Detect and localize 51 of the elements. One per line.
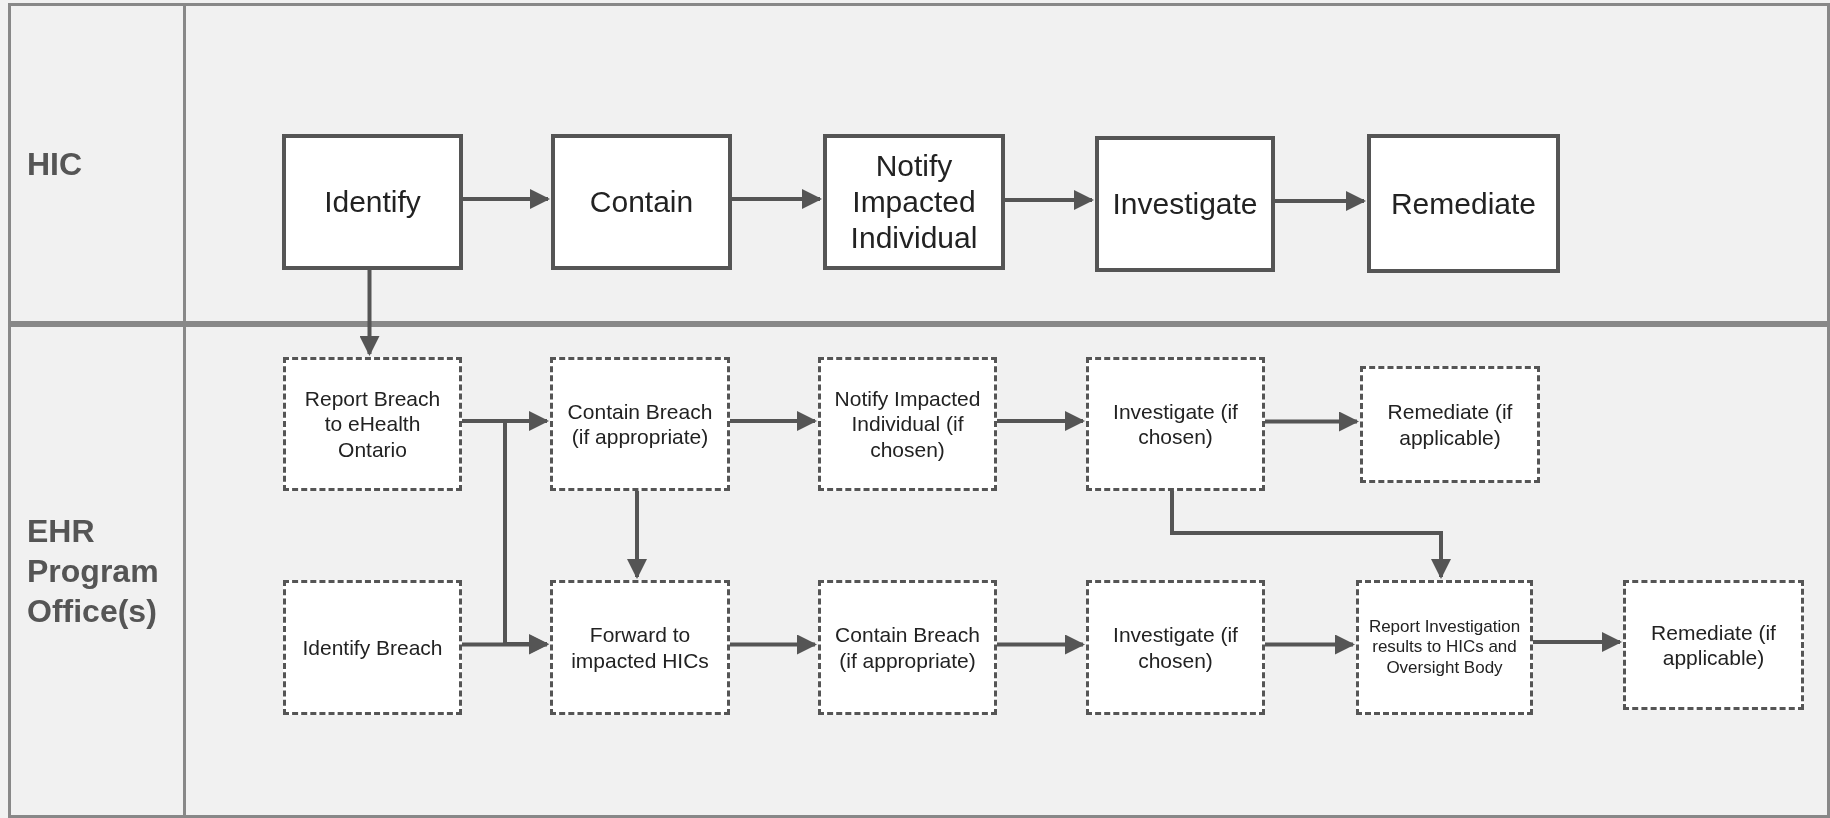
- box-label: Report Investigation results to HICs and Oversight Body: [1367, 616, 1522, 679]
- lane-label: HIC: [27, 144, 83, 184]
- arrow: [1002, 190, 1094, 210]
- arrow: [1170, 488, 1451, 579]
- dashed-process-box: [1360, 366, 1540, 483]
- box-label: Contain Breach (if appropriate): [566, 398, 714, 450]
- dashed-process-box: [283, 580, 462, 715]
- arrow: [460, 189, 550, 209]
- dashed-process-box: [550, 357, 730, 491]
- lane-label: EHR Program Office(s): [27, 512, 160, 631]
- swimlane-band: [8, 324, 1830, 818]
- box-label: Remediate (if applicable): [1650, 619, 1777, 671]
- dashed-process-box: [1086, 357, 1265, 491]
- box-label: Contain: [589, 184, 694, 220]
- dashed-process-box: [1086, 580, 1265, 715]
- box-label: Contain Breach (if appropriate): [834, 622, 981, 673]
- arrow: [727, 411, 817, 431]
- box-label: Investigate (if chosen): [1112, 398, 1239, 450]
- box-label: Investigate (if chosen): [1112, 622, 1239, 673]
- dashed-process-box: [1623, 580, 1804, 710]
- arrow: [1262, 634, 1355, 655]
- arrow: [459, 634, 549, 655]
- arrow: [1262, 411, 1359, 432]
- process-box: [1095, 136, 1275, 272]
- arrow: [359, 267, 380, 356]
- box-label: Notify Impacted Individual: [849, 148, 979, 256]
- box-label: Investigate: [1112, 186, 1258, 222]
- box-label: Identify Breach: [302, 634, 443, 661]
- arrow: [994, 634, 1085, 655]
- swimlane-band: [8, 3, 1830, 324]
- arrow: [727, 634, 817, 655]
- process-box: [551, 134, 732, 270]
- arrow: [994, 411, 1085, 431]
- dashed-process-box: [1356, 580, 1533, 715]
- box-label: Remediate: [1390, 185, 1537, 222]
- arrow: [1272, 191, 1366, 211]
- dashed-process-box: [283, 357, 462, 491]
- arrow: [627, 488, 647, 579]
- process-box: [282, 134, 463, 270]
- dashed-process-box: [550, 580, 730, 715]
- box-label: Identify: [324, 184, 421, 220]
- box-label: Remediate (if applicable): [1386, 399, 1514, 450]
- process-box: [823, 134, 1005, 270]
- process-box: [1367, 134, 1560, 273]
- box-label: Report Breach to eHealth Ontario: [303, 386, 442, 462]
- box-label: Forward to impacted HICs: [570, 622, 710, 673]
- dashed-process-box: [818, 580, 997, 715]
- arrow: [729, 189, 822, 209]
- arrow: [1530, 632, 1622, 652]
- dashed-process-box: [818, 357, 997, 491]
- box-label: Notify Impacted Individual (if chosen): [833, 386, 982, 462]
